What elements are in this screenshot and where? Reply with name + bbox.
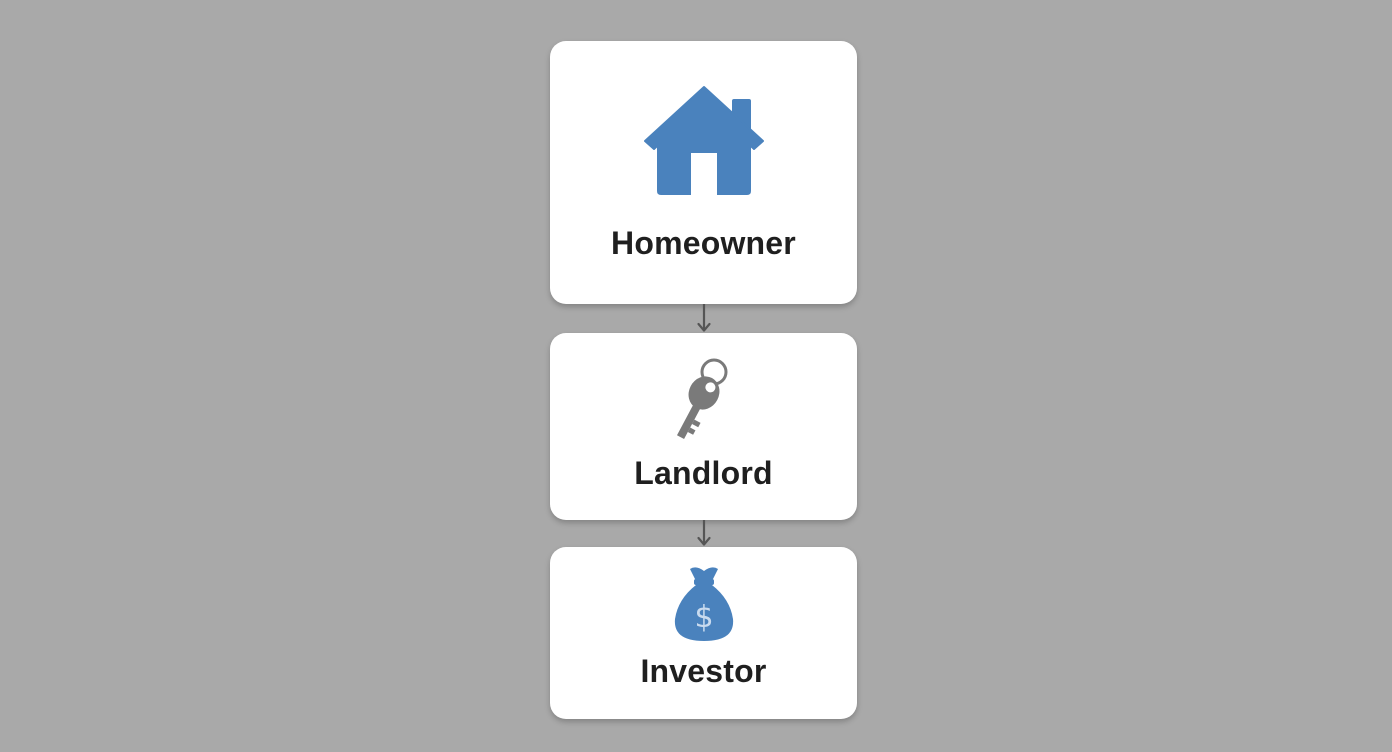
landlord-card: Landlord [550, 333, 857, 520]
house-icon [642, 85, 766, 195]
node-label: Landlord [634, 455, 773, 491]
svg-text:$: $ [694, 600, 713, 635]
key-icon [674, 355, 734, 445]
node-label: Homeowner [611, 225, 796, 261]
arrow-connector [695, 520, 713, 547]
homeowner-card: Homeowner [550, 41, 857, 304]
investor-card: $ Investor [550, 547, 857, 719]
money-bag-icon: $ [672, 565, 736, 645]
arrow-connector [695, 304, 713, 333]
node-label: Investor [640, 653, 767, 689]
